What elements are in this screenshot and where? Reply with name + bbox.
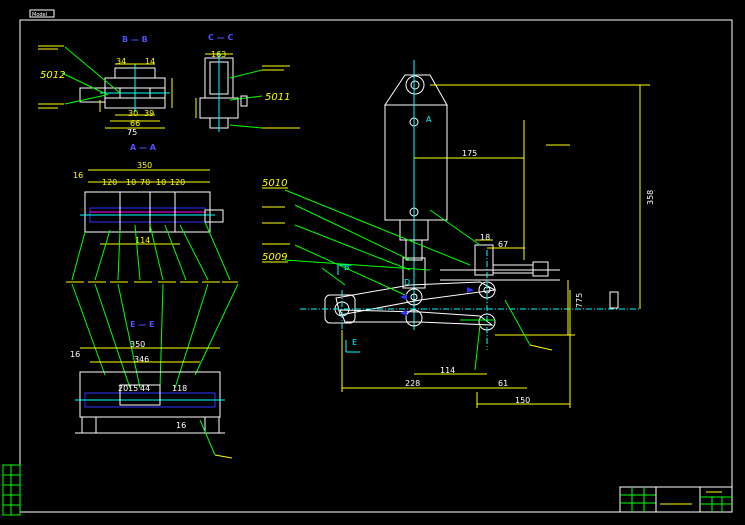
title-block — [619, 486, 733, 513]
model-tab[interactable] — [29, 9, 55, 18]
part-number-5010: 5010 — [262, 178, 287, 189]
marker-e: E — [352, 338, 357, 347]
view-cc: C — C 163 5011 — [195, 33, 300, 132]
main-dim-18: 18 — [480, 233, 490, 242]
bb-dim-bottom-c: 66 — [130, 119, 140, 128]
ee-dim-mid-a: 20 — [118, 384, 128, 393]
part-number-5012: 5012 — [40, 70, 65, 81]
ee-dim-mid-c: 44 — [140, 384, 150, 393]
ee-dim-inner: 346 — [134, 355, 149, 364]
section-label-cc: C — C — [208, 33, 233, 42]
section-label-aa: A — A — [130, 143, 157, 152]
main-dim-67: 67 — [498, 240, 508, 249]
main-dim-358: 358 — [646, 190, 655, 205]
ee-dim-mid-b: 15 — [128, 384, 138, 393]
ee-dim-left: 16 — [70, 350, 80, 359]
bb-dim-top-a: 34 — [116, 57, 126, 66]
main-dim-775: 775 — [575, 293, 584, 308]
part-number-5009: 5009 — [262, 252, 287, 263]
ee-dim-bottom: 16 — [176, 421, 186, 430]
view-ee: E — E 350 346 16 20 15 44 118 16 — [70, 283, 239, 459]
model-tab-label: Model — [32, 12, 47, 18]
section-label-bb: B — B — [122, 35, 148, 44]
aa-dim-sub-a: 120 — [102, 178, 117, 187]
aa-dim-left: 16 — [73, 171, 83, 180]
marker-a: A — [426, 115, 432, 124]
ee-dim-mid-d: 118 — [172, 384, 187, 393]
bb-dim-bottom-a: 30 — [128, 109, 138, 118]
marker-d: D — [404, 278, 410, 287]
ee-dim-width: 350 — [130, 340, 145, 349]
main-assembly-view: A 175 358 18 6 — [262, 60, 655, 408]
aa-dim-sub-d: 10 — [156, 178, 166, 187]
part-number-5011: 5011 — [265, 92, 290, 103]
main-dim-114: 114 — [440, 366, 455, 375]
aa-dim-width: 350 — [137, 161, 152, 170]
main-dim-228: 228 — [405, 379, 420, 388]
aa-dim-sub-e: 120 — [170, 178, 185, 187]
view-aa: A — A 350 120 10 70 10 120 16 114 — [66, 143, 238, 283]
main-dim-61: 61 — [498, 379, 508, 388]
aa-dim-sub-c: 70 — [140, 178, 150, 187]
marker-b: B — [344, 263, 350, 272]
aa-dim-mid: 114 — [135, 236, 150, 245]
main-dim-150: 150 — [515, 396, 530, 405]
section-label-ee: E — E — [130, 320, 155, 329]
aa-dim-sub-b: 10 — [126, 178, 136, 187]
view-bb: B — B 34 14 30 39 66 75 5012 — [38, 35, 173, 137]
main-dim-175: 175 — [462, 149, 477, 158]
bb-dim-top-b: 14 — [145, 57, 155, 66]
bb-dim-bottom-d: 75 — [127, 128, 137, 137]
cc-dim-top: 163 — [211, 50, 226, 59]
drawing-frame — [19, 19, 733, 513]
bb-dim-bottom-b: 39 — [144, 109, 154, 118]
margin-scale — [2, 464, 21, 516]
